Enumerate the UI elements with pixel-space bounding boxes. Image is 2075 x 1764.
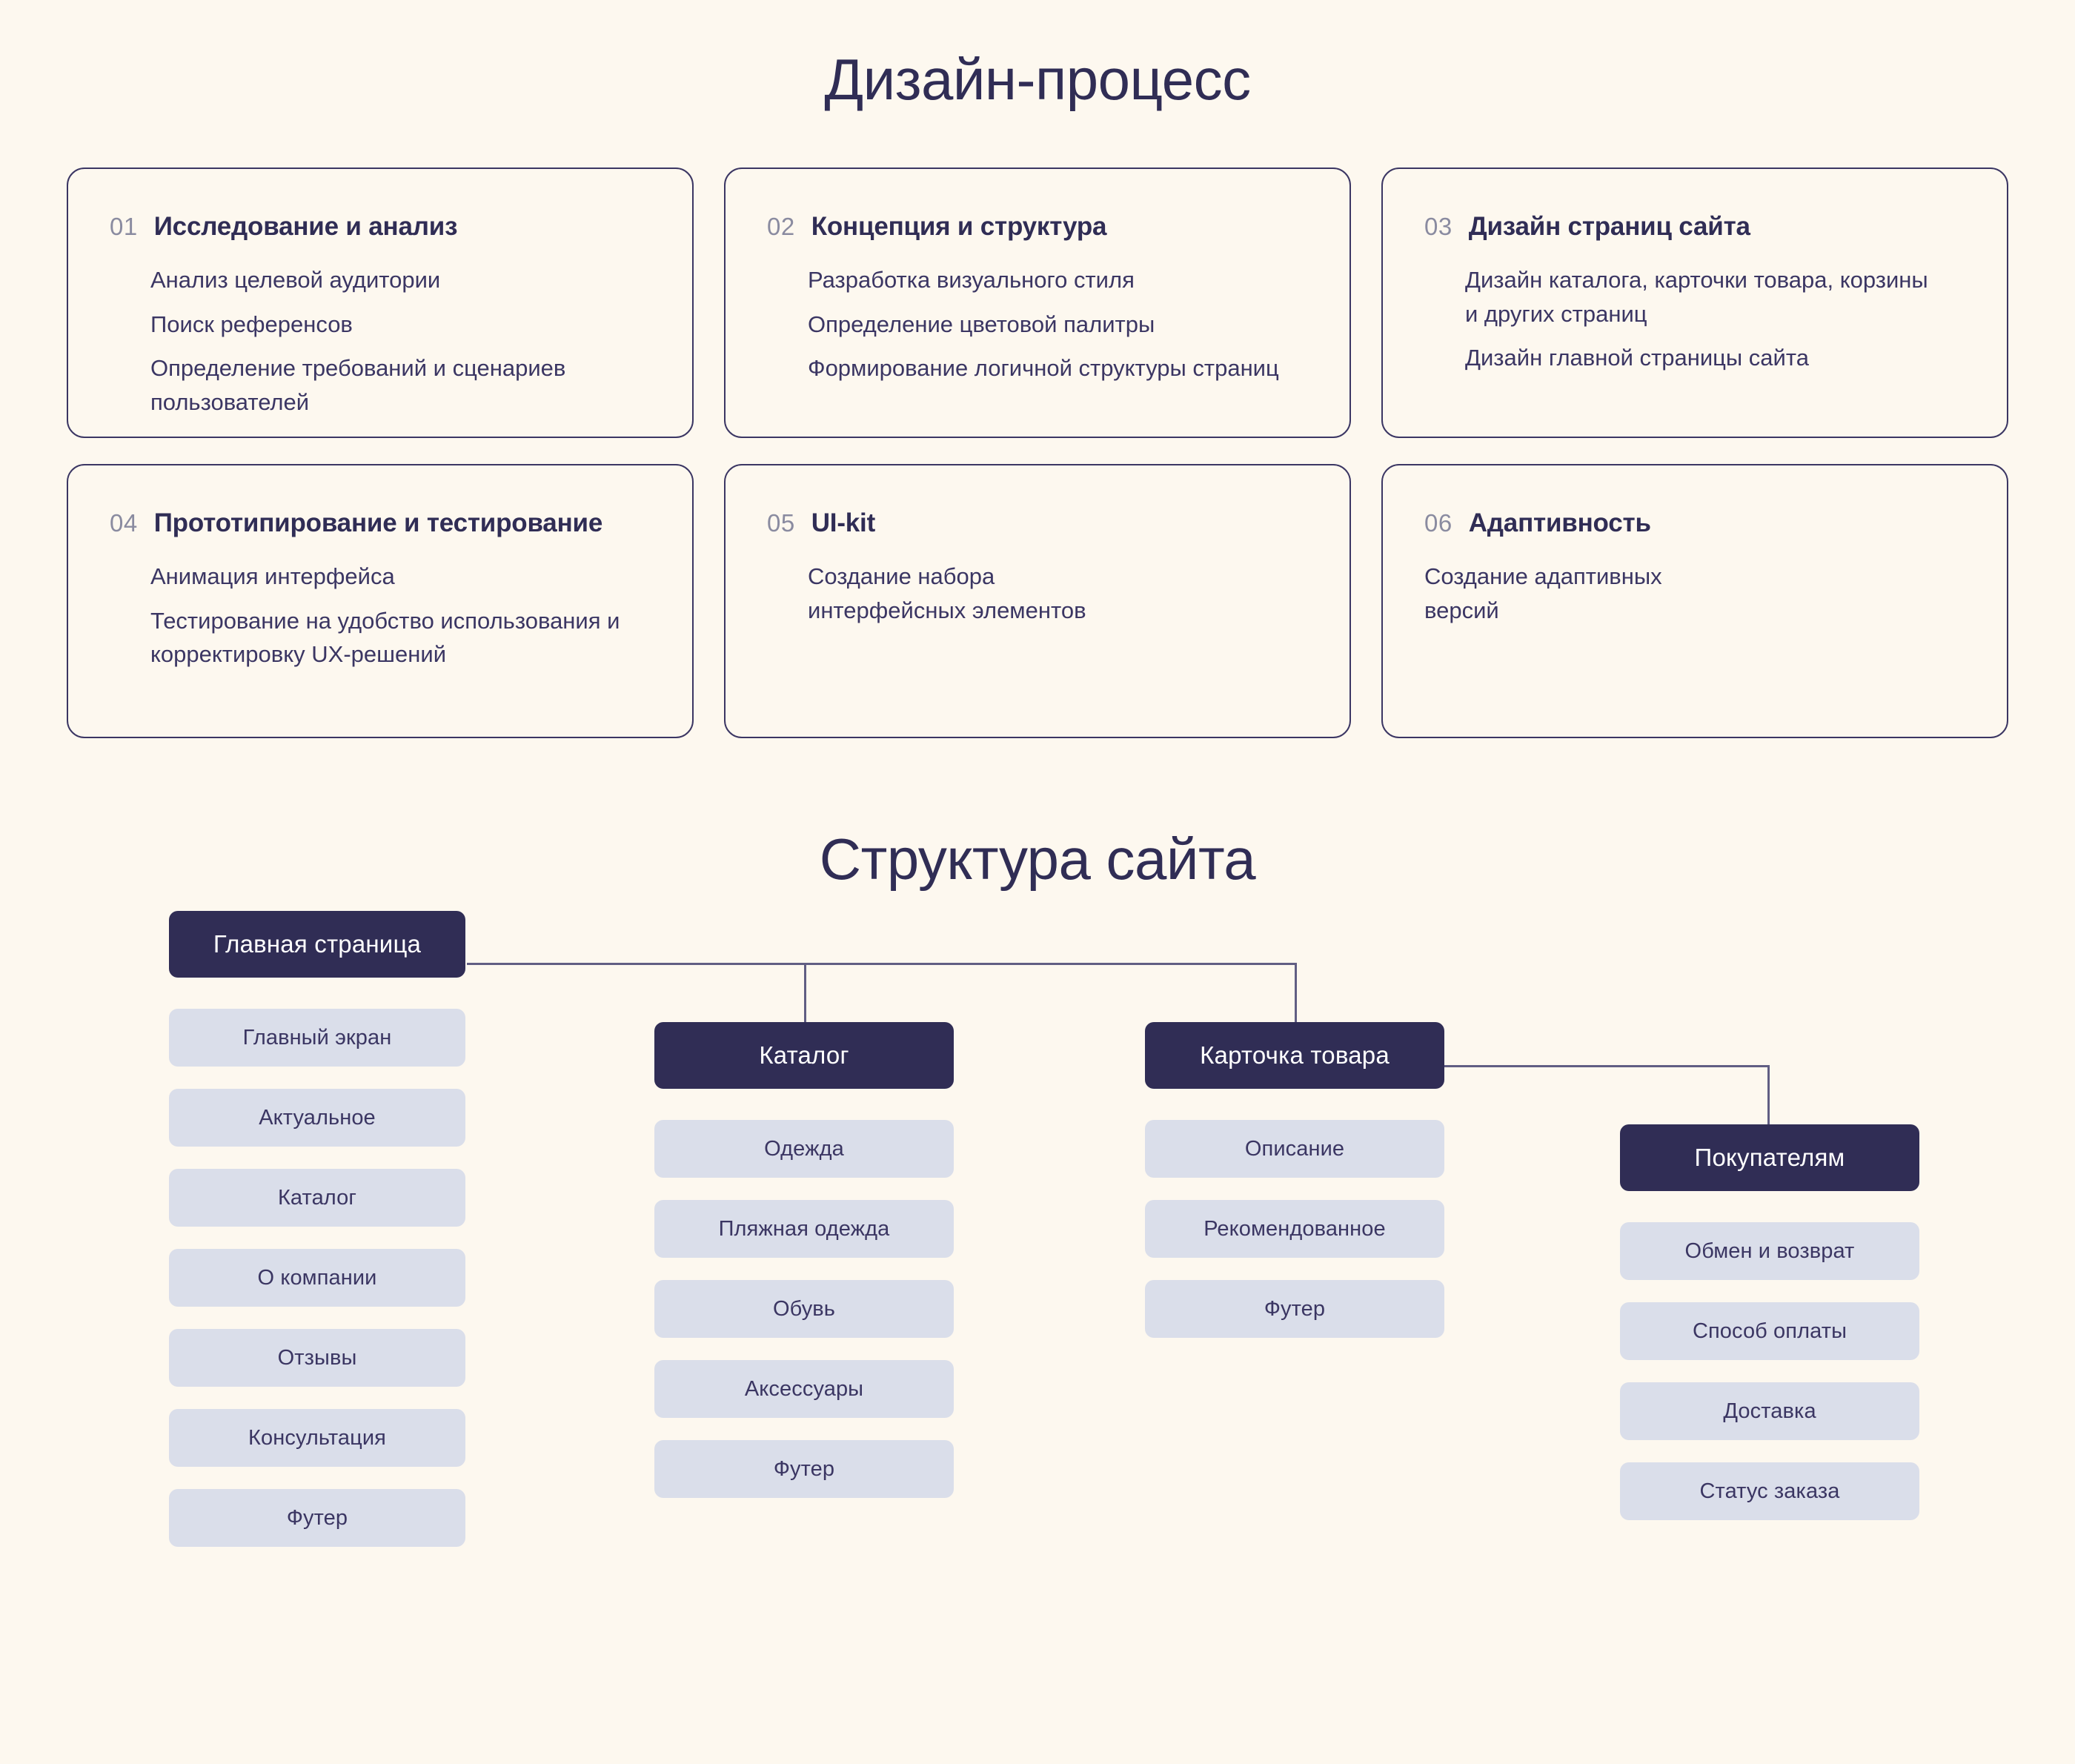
sitemap-child-node[interactable]: Консультация xyxy=(169,1409,465,1467)
process-card-04: 04 Прототипирование и тестирование Анима… xyxy=(67,464,694,738)
connector-product-to-buyers-horizontal xyxy=(1440,1065,1770,1067)
sitemap-child-node[interactable]: Одежда xyxy=(654,1120,954,1178)
process-card-item: Тестирование на удобство использования и… xyxy=(150,607,620,668)
process-card-item: Анализ целевой аудитории xyxy=(150,267,441,293)
sitemap-child-node[interactable]: О компании xyxy=(169,1249,465,1307)
process-card-title: Концепция и структура xyxy=(811,212,1107,241)
sitemap-column-catalog: Каталог Одежда Пляжная одежда Обувь Аксе… xyxy=(654,1022,954,1498)
sitemap-child-node[interactable]: Каталог xyxy=(169,1169,465,1227)
sitemap-child-node[interactable]: Отзывы xyxy=(169,1329,465,1387)
process-card-06: 06 Адаптивность Создание адаптивных верс… xyxy=(1381,464,2008,738)
process-card-item: Создание адаптивных версий xyxy=(1424,563,1662,623)
process-card-number: 04 xyxy=(110,509,138,537)
process-card-item: Дизайн каталога, карточки товара, корзин… xyxy=(1465,267,1928,327)
process-card-header: 03 Дизайн страниц сайта xyxy=(1424,212,1965,242)
process-card-title: Дизайн страниц сайта xyxy=(1468,212,1750,241)
sitemap-children-home: Главный экран Актуальное Каталог О компа… xyxy=(169,1009,465,1547)
connector-root-horizontal xyxy=(467,963,1297,965)
sitemap-child-node[interactable]: Аксессуары xyxy=(654,1360,954,1418)
sitemap-column-buyers: Покупателям Обмен и возврат Способ оплат… xyxy=(1620,1124,1919,1520)
process-card-header: 02 Концепция и структура xyxy=(767,212,1308,242)
process-card-number: 06 xyxy=(1424,509,1452,537)
process-card-title: Исследование и анализ xyxy=(153,212,458,241)
sitemap-tree: Главная страница Главный экран Актуально… xyxy=(0,911,2075,1600)
process-card-item: Определение требований и сценариев польз… xyxy=(150,355,566,415)
connector-to-catalog xyxy=(804,963,806,1022)
sitemap-child-node[interactable]: Статус заказа xyxy=(1620,1462,1919,1520)
process-card-item: Поиск референсов xyxy=(150,311,353,337)
sitemap-child-node[interactable]: Обувь xyxy=(654,1280,954,1338)
process-card-title: UI-kit xyxy=(811,508,876,537)
sitemap-column-product-card: Карточка товара Описание Рекомендованное… xyxy=(1145,1022,1444,1338)
sitemap-child-node[interactable]: Рекомендованное xyxy=(1145,1200,1444,1258)
process-card-items: Дизайн каталога, карточки товара, корзин… xyxy=(1424,263,1965,375)
process-card-number: 03 xyxy=(1424,213,1452,240)
sitemap-child-node[interactable]: Обмен и возврат xyxy=(1620,1222,1919,1280)
process-card-item: Формирование логичной структуры страниц xyxy=(808,355,1279,382)
process-card-title: Адаптивность xyxy=(1468,508,1651,537)
sitemap-child-node[interactable]: Футер xyxy=(1145,1280,1444,1338)
process-card-03: 03 Дизайн страниц сайта Дизайн каталога,… xyxy=(1381,168,2008,438)
sitemap-child-node[interactable]: Описание xyxy=(1145,1120,1444,1178)
process-cards-row-2: 04 Прототипирование и тестирование Анима… xyxy=(67,438,2008,738)
sitemap-column-home: Главная страница Главный экран Актуально… xyxy=(169,911,465,1547)
process-card-items: Разработка визуального стиля Определение… xyxy=(767,263,1308,385)
process-card-item: Дизайн главной страницы сайта xyxy=(1465,345,1809,371)
sitemap-children-buyers: Обмен и возврат Способ оплаты Доставка С… xyxy=(1620,1222,1919,1520)
sitemap-child-node[interactable]: Главный экран xyxy=(169,1009,465,1067)
process-card-item: Анимация интерфейса xyxy=(150,563,395,589)
process-card-number: 01 xyxy=(110,213,138,240)
sitemap-child-node[interactable]: Футер xyxy=(169,1489,465,1547)
sitemap-child-node[interactable]: Актуальное xyxy=(169,1089,465,1147)
process-card-02: 02 Концепция и структура Разработка визу… xyxy=(724,168,1351,438)
process-card-title: Прототипирование и тестирование xyxy=(153,508,603,537)
process-card-items: Анализ целевой аудитории Поиск референсо… xyxy=(110,263,651,419)
sitemap-child-node[interactable]: Пляжная одежда xyxy=(654,1200,954,1258)
process-card-01: 01 Исследование и анализ Анализ целевой … xyxy=(67,168,694,438)
process-card-05: 05 UI-kit Создание набора интерфейсных э… xyxy=(724,464,1351,738)
process-card-header: 06 Адаптивность xyxy=(1424,508,1965,538)
process-card-header: 01 Исследование и анализ xyxy=(110,212,651,242)
design-process-title: Дизайн-процесс xyxy=(824,47,1251,112)
sitemap-child-node[interactable]: Футер xyxy=(654,1440,954,1498)
sitemap-node-home[interactable]: Главная страница xyxy=(169,911,465,978)
sitemap-child-node[interactable]: Способ оплаты xyxy=(1620,1302,1919,1360)
sitemap-child-node[interactable]: Доставка xyxy=(1620,1382,1919,1440)
process-card-header: 04 Прототипирование и тестирование xyxy=(110,508,651,538)
sitemap-children-catalog: Одежда Пляжная одежда Обувь Аксессуары Ф… xyxy=(654,1120,954,1498)
sitemap-children-product-card: Описание Рекомендованное Футер xyxy=(1145,1120,1444,1338)
sitemap-node-buyers[interactable]: Покупателям xyxy=(1620,1124,1919,1191)
process-cards-row-1: 01 Исследование и анализ Анализ целевой … xyxy=(67,113,2008,438)
process-card-items: Создание набора интерфейсных элементов xyxy=(767,560,1308,627)
process-card-number: 02 xyxy=(767,213,795,240)
process-card-item: Создание набора интерфейсных элементов xyxy=(808,563,1086,623)
process-card-item: Определение цветовой палитры xyxy=(808,311,1155,337)
process-card-items: Создание адаптивных версий xyxy=(1424,560,1965,627)
sitemap-node-catalog[interactable]: Каталог xyxy=(654,1022,954,1089)
process-card-item: Разработка визуального стиля xyxy=(808,267,1135,293)
connector-to-buyers xyxy=(1767,1065,1770,1124)
connector-to-product-card xyxy=(1295,963,1297,1022)
process-card-number: 05 xyxy=(767,509,795,537)
process-card-header: 05 UI-kit xyxy=(767,508,1308,538)
sitemap-node-product-card[interactable]: Карточка товара xyxy=(1145,1022,1444,1089)
process-card-items: Анимация интерфейса Тестирование на удоб… xyxy=(110,560,651,672)
site-structure-title: Структура сайта xyxy=(819,826,1256,892)
